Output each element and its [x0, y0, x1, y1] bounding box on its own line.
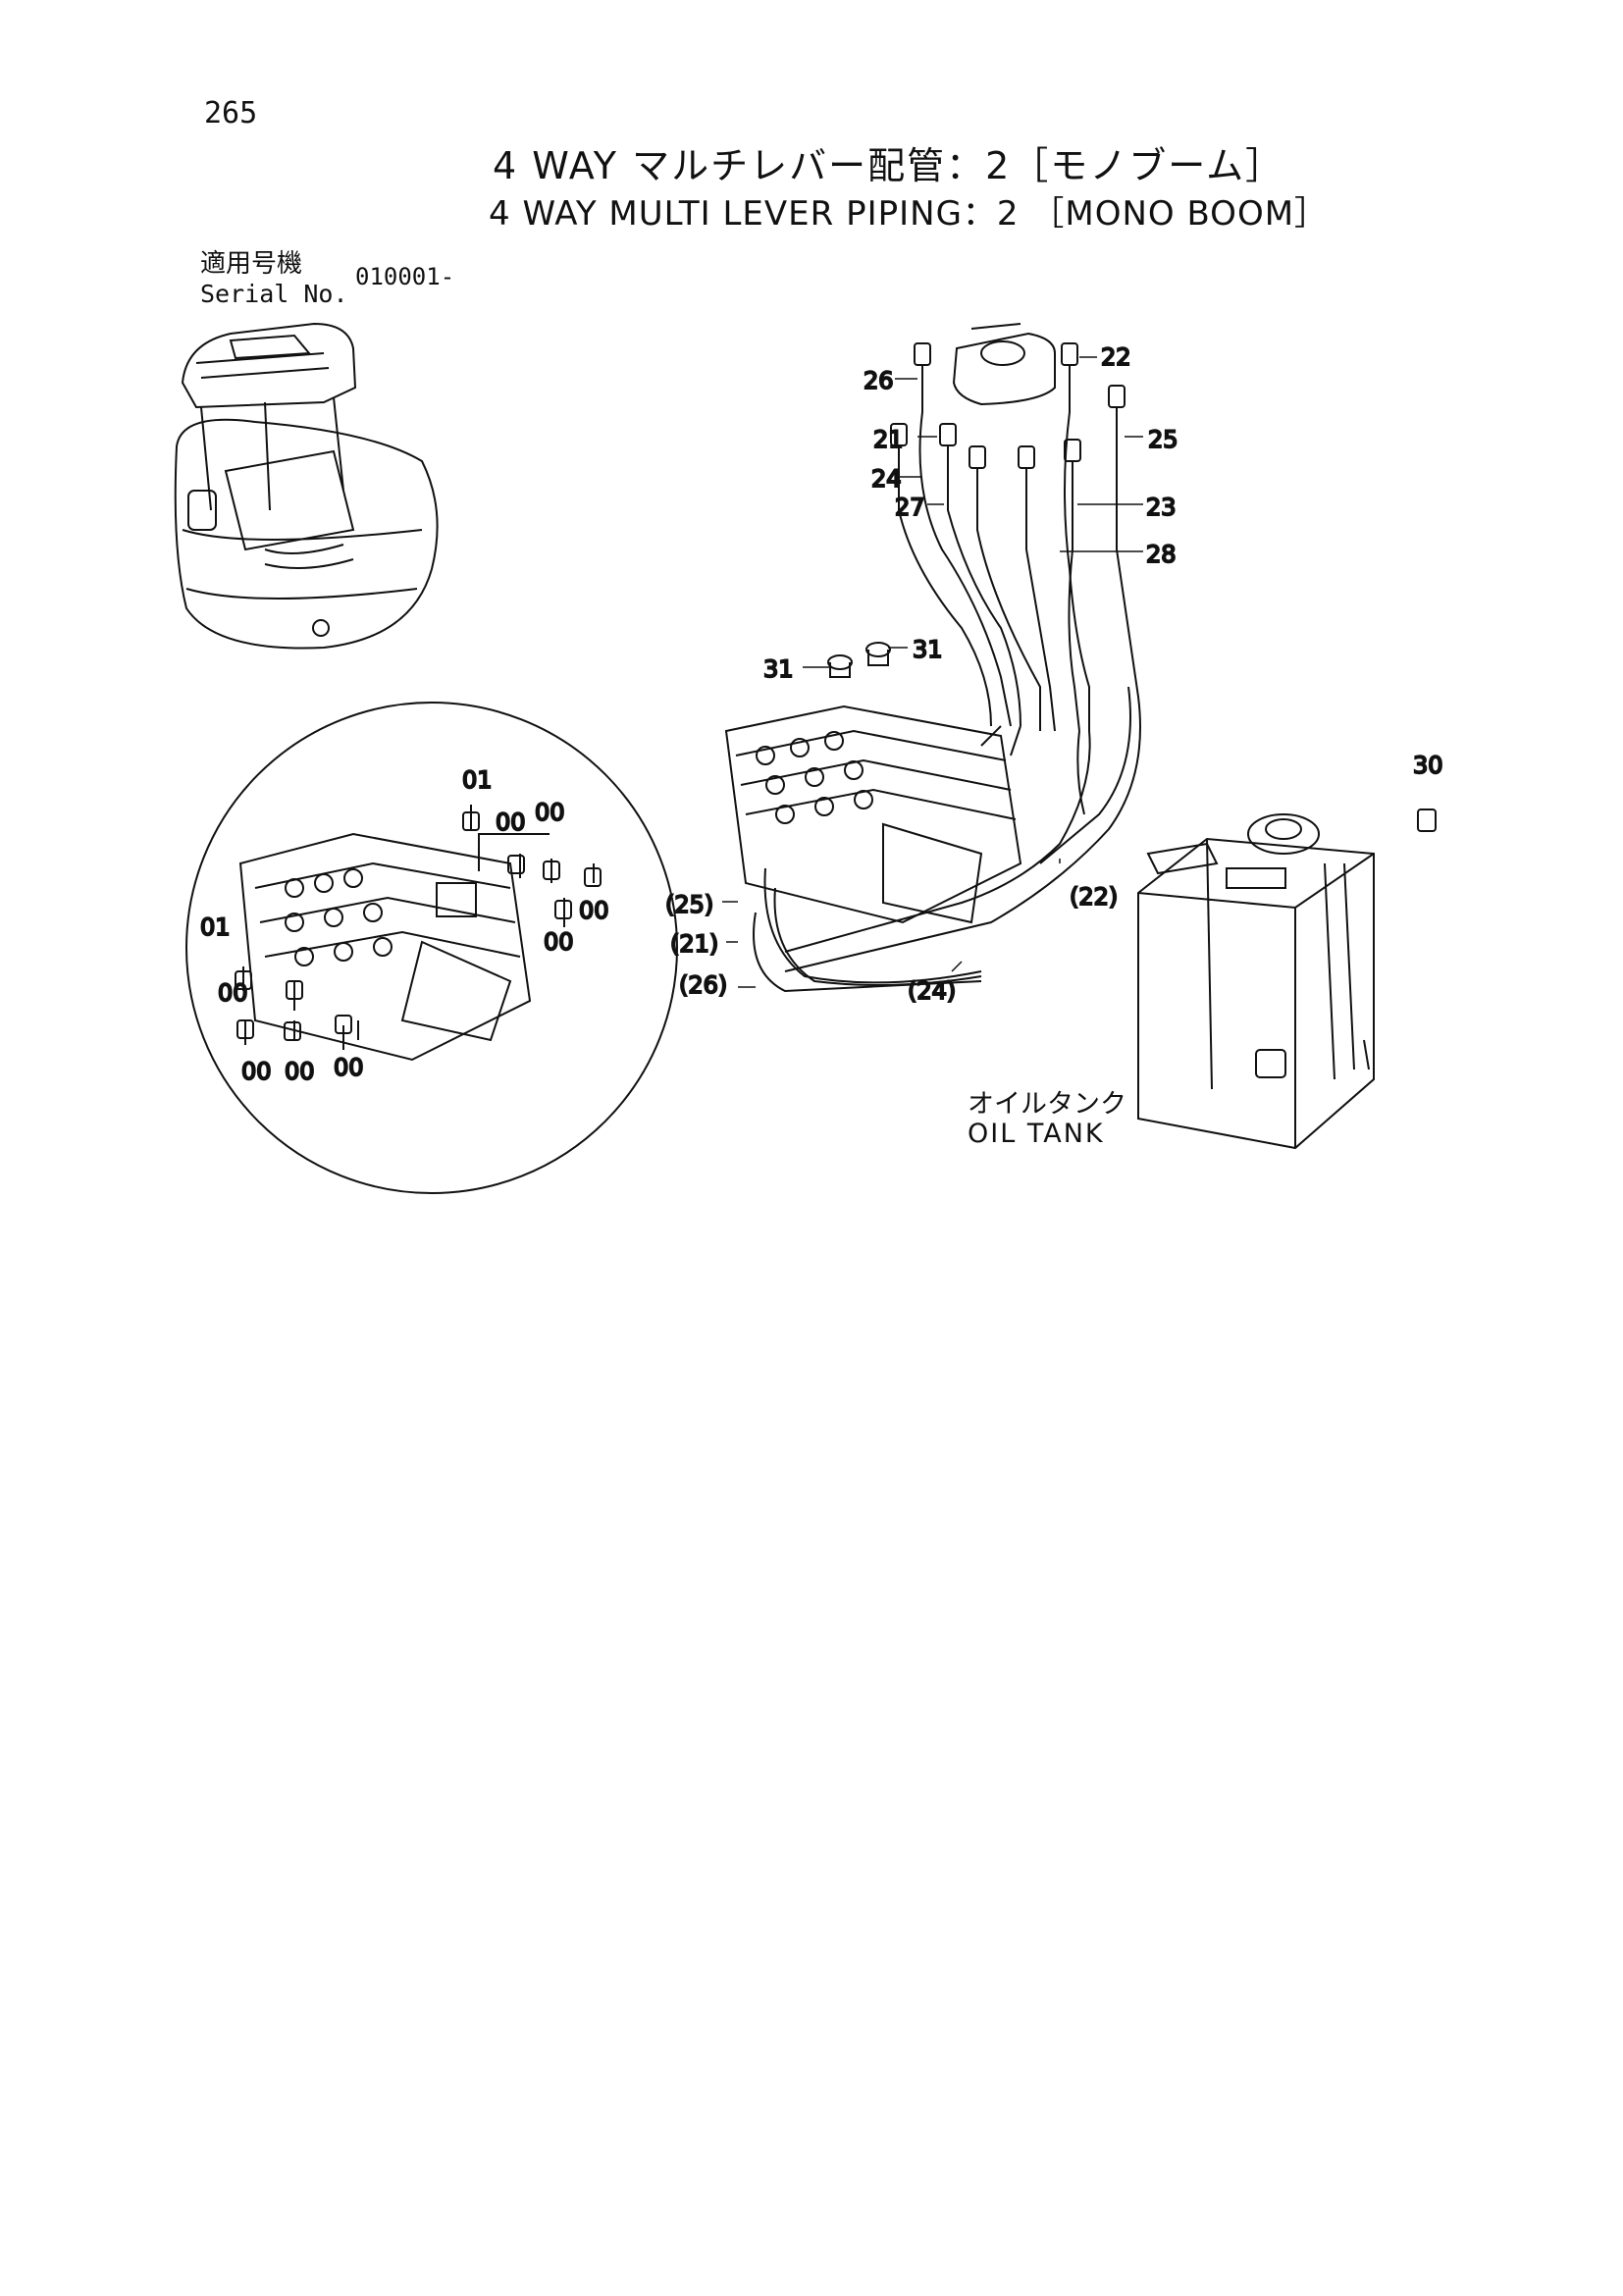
detail-callout-00-g: 00 [285, 1058, 315, 1085]
callout-30: 30 [1413, 752, 1443, 779]
excavator-overview-illustration [174, 322, 439, 650]
detail-callout-00-f: 00 [241, 1058, 272, 1085]
callout-25-paren: (25) [665, 891, 713, 918]
callout-24: 24 [871, 465, 902, 493]
callout-26: 26 [864, 367, 894, 394]
page-title-japanese: 4 WAY マルチレバー配管：2［モノブーム］ [493, 144, 1285, 187]
detail-callout-00-b: 00 [535, 799, 565, 826]
callout-24-paren: (24) [908, 977, 956, 1005]
control-valve-detail-circle [185, 702, 678, 1194]
serial-label-english: Serial No. [200, 280, 348, 308]
page-title-english: 4 WAY MULTI LEVER PIPING：2 ［MONO BOOM］ [489, 194, 1330, 234]
callout-22-paren: (22) [1070, 883, 1118, 911]
callout-25: 25 [1148, 426, 1178, 453]
detail-callout-00-a: 00 [496, 809, 526, 836]
callout-28: 28 [1146, 541, 1177, 568]
page-number: 265 [204, 96, 258, 130]
callout-26-paren: (26) [679, 971, 727, 999]
pilot-valve-and-hoses [784, 323, 1141, 972]
callout-21-paren: (21) [670, 930, 718, 958]
control-valve-block [724, 642, 1022, 993]
callout-31-right: 31 [913, 636, 943, 663]
callout-31-left: 31 [763, 655, 794, 683]
serial-range: 010001- [355, 263, 455, 290]
oil-tank-label-english: OIL TANK [968, 1119, 1105, 1149]
detail-callout-01-top: 01 [462, 766, 493, 794]
detail-callout-00-e: 00 [218, 979, 248, 1007]
callout-22: 22 [1101, 343, 1131, 371]
oil-tank-label-japanese: オイルタンク [968, 1089, 1126, 1120]
detail-callout-00-c: 00 [579, 897, 609, 924]
detail-callout-00-h: 00 [334, 1054, 364, 1081]
detail-callout-01-left: 01 [200, 913, 231, 941]
serial-label-japanese: 適用号機 [200, 249, 303, 279]
oil-tank-illustration [1137, 809, 1437, 1150]
callout-23: 23 [1146, 494, 1177, 521]
detail-callout-00-d: 00 [544, 928, 574, 956]
callout-27: 27 [895, 494, 925, 521]
callout-21: 21 [873, 426, 904, 453]
leader-lines [722, 356, 1143, 988]
